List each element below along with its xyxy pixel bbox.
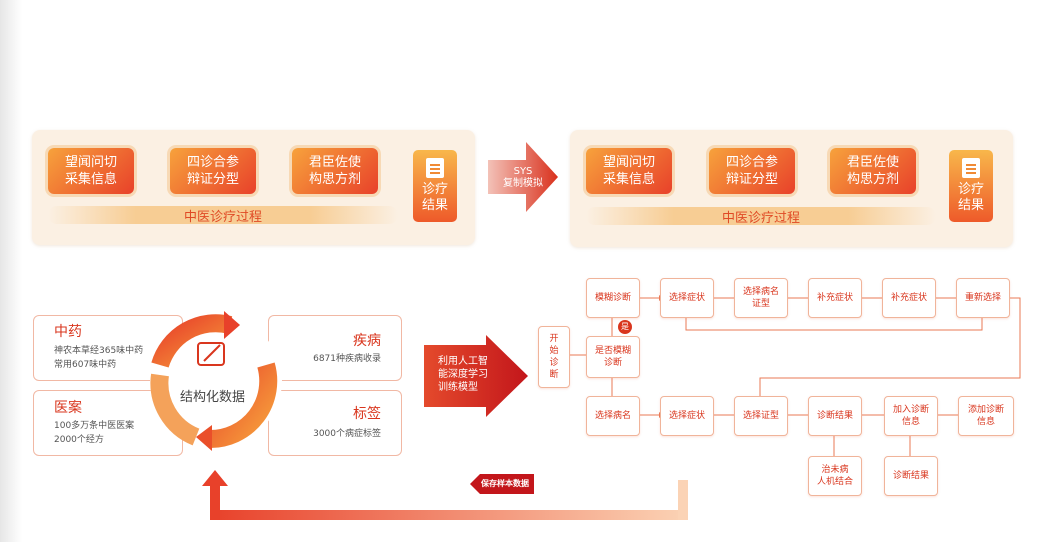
flow-row2-step5: 加入诊断 信息 (884, 396, 938, 436)
left-edge-shadow (0, 0, 22, 542)
flow-row2-step1: 选择病名 (586, 396, 640, 436)
tcm-process-band-left: 中医诊疗过程 (48, 206, 398, 225)
flow-row2-step4: 诊断结果 (808, 396, 862, 436)
card-tags-desc: 3000个病症标签 (313, 429, 381, 439)
flow-row2-step2: 选择症状 (660, 396, 714, 436)
report-chart-icon (962, 158, 980, 178)
structured-data-center: 结构化数据 (180, 390, 246, 405)
flow-row2-step6: 添加诊断 信息 (958, 396, 1014, 436)
ai-training-label: 利用人工智 能深度学习 训练模型 (438, 356, 488, 393)
chip-prescription-left: 君臣佐使 构思方剂 (292, 148, 378, 194)
save-data-label: 保存样本数据 (481, 479, 529, 488)
flow-row1-step6: 重新选择 (956, 278, 1010, 318)
flow-row3-step1: 治未病 人机结合 (808, 456, 862, 496)
card-tags: 标签 3000个病症标签 (268, 390, 402, 456)
flow-row1-step2: 选择症状 (660, 278, 714, 318)
chip-syndrome-left: 四诊合参 辩证分型 (170, 148, 256, 194)
card-tags-title: 标签 (353, 406, 381, 422)
sys-copy-arrow (488, 142, 558, 212)
diagnosis-result-label: 诊疗 结果 (957, 182, 984, 213)
chip-prescription-right: 君臣佐使 构思方剂 (830, 148, 916, 194)
chip-collect-info-right: 望闻问切 采集信息 (586, 148, 672, 194)
flow-start: 开 始 诊 断 (538, 326, 570, 388)
structured-data-cycle (150, 311, 282, 451)
ai-training-arrow (424, 335, 528, 417)
card-herbs-desc: 神农本草经365味中药 常用607味中药 (54, 346, 144, 370)
flow-row1-step3: 选择病名 证型 (734, 278, 788, 318)
flow-row1-step1: 模糊诊断 (586, 278, 640, 318)
flow-row1-step5: 补充症状 (882, 278, 936, 318)
report-chart-icon (426, 158, 444, 178)
card-diseases-desc: 6871种疾病收录 (313, 354, 381, 364)
flow-row1-step4: 补充症状 (808, 278, 862, 318)
card-herbs-title: 中药 (54, 324, 82, 340)
diagnosis-result-right: 诊疗 结果 (949, 150, 993, 222)
diagnosis-result-label: 诊疗 结果 (421, 182, 448, 213)
sys-copy-label: SYS 复制模拟 (503, 166, 543, 189)
chip-collect-info-left: 望闻问切 采集信息 (48, 148, 134, 194)
tcm-process-band-right: 中医诊疗过程 (586, 207, 936, 226)
card-cases-desc: 100多万条中医医案 2000个经方 (54, 421, 135, 445)
flow-row2-step3: 选择证型 (734, 396, 788, 436)
card-diseases: 疾病 6871种疾病收录 (268, 315, 402, 381)
card-cases-title: 医案 (54, 400, 82, 416)
card-diseases-title: 疾病 (353, 333, 381, 349)
flow-row3-step2: 诊断结果 (884, 456, 938, 496)
flow-decision-fuzzy: 是否模糊 诊断 (586, 336, 640, 378)
chip-syndrome-right: 四诊合参 辩证分型 (709, 148, 795, 194)
yes-badge: 是 (618, 320, 632, 334)
diagnosis-result-left: 诊疗 结果 (413, 150, 457, 222)
